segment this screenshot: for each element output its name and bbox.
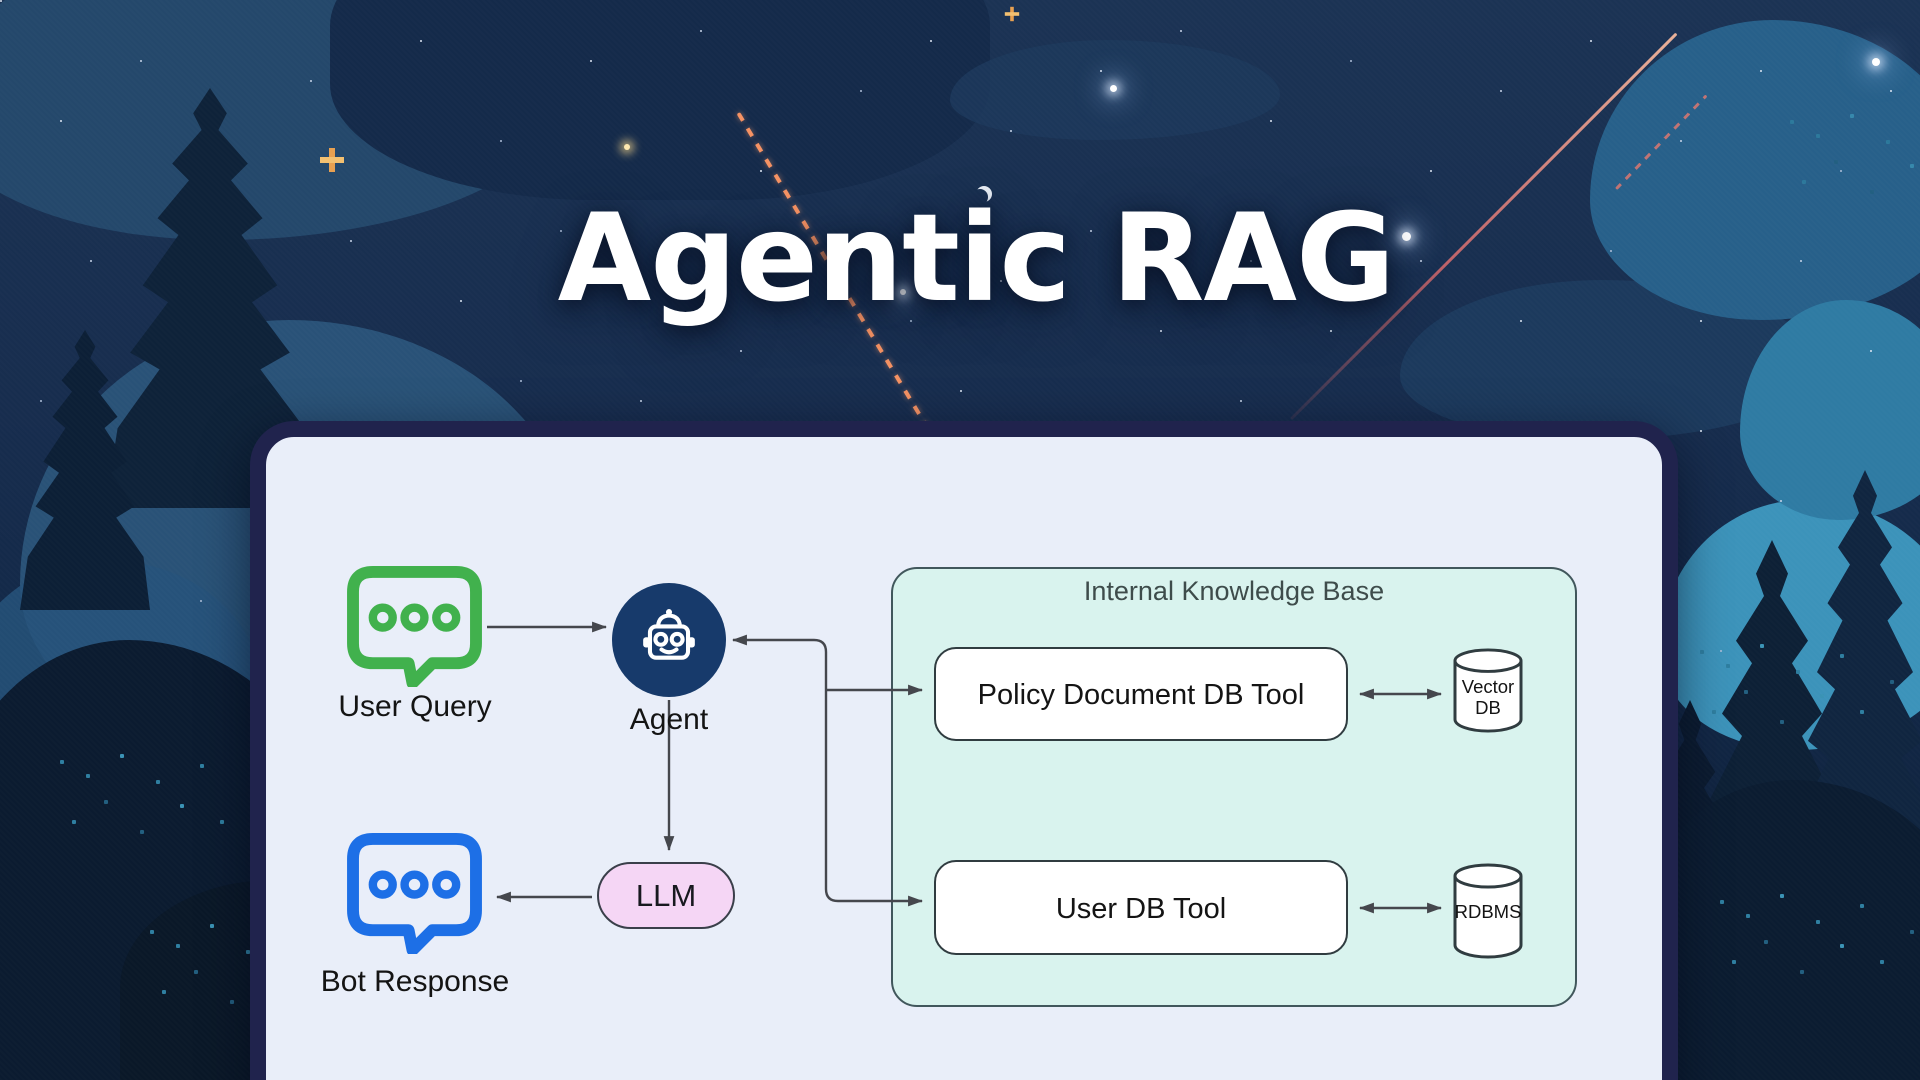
robot-icon (643, 609, 695, 660)
llm-node: LLM (597, 862, 735, 929)
agent-node (612, 583, 726, 697)
cloud (1590, 20, 1920, 320)
vector-db-cylinder-icon (1453, 648, 1523, 733)
vector-db-label: Vector DB (1461, 676, 1515, 719)
cloud (330, 0, 990, 200)
page-title: Agentic RAG (557, 188, 1396, 329)
foliage-highlights (1720, 900, 1724, 904)
user-db-tool-box (934, 860, 1348, 955)
knowledge-base-title: Internal Knowledge Base (1083, 576, 1385, 606)
foliage-highlights (1790, 120, 1794, 124)
agent-label: Agent (629, 703, 709, 736)
bright-star (900, 289, 906, 295)
foliage-highlights (150, 930, 154, 934)
user-db-tool-label: User DB Tool (1055, 893, 1227, 925)
policy-db-tool-label: Policy Document DB Tool (977, 679, 1305, 711)
bright-star (1110, 85, 1117, 92)
foliage-highlights (60, 760, 64, 764)
bright-star (1872, 58, 1880, 66)
star-field (0, 0, 2, 2)
llm-label: LLM (635, 877, 697, 913)
user-query-label: User Query (338, 690, 492, 723)
foliage-silhouette (1640, 780, 1920, 1080)
rdbms-label: RDBMS (1454, 901, 1522, 922)
bright-star (1402, 232, 1411, 241)
policy-db-tool-box (934, 647, 1348, 741)
bot-response-bubble-icon (347, 833, 482, 954)
foliage-highlights (1700, 650, 1704, 654)
user-query-bubble-icon (347, 566, 482, 687)
sparkle-icon (320, 148, 344, 172)
bright-star (624, 144, 630, 150)
rdbms-cylinder-icon (1453, 863, 1523, 959)
sparkle-icon (1004, 6, 1020, 22)
bot-response-label: Bot Response (320, 965, 510, 998)
